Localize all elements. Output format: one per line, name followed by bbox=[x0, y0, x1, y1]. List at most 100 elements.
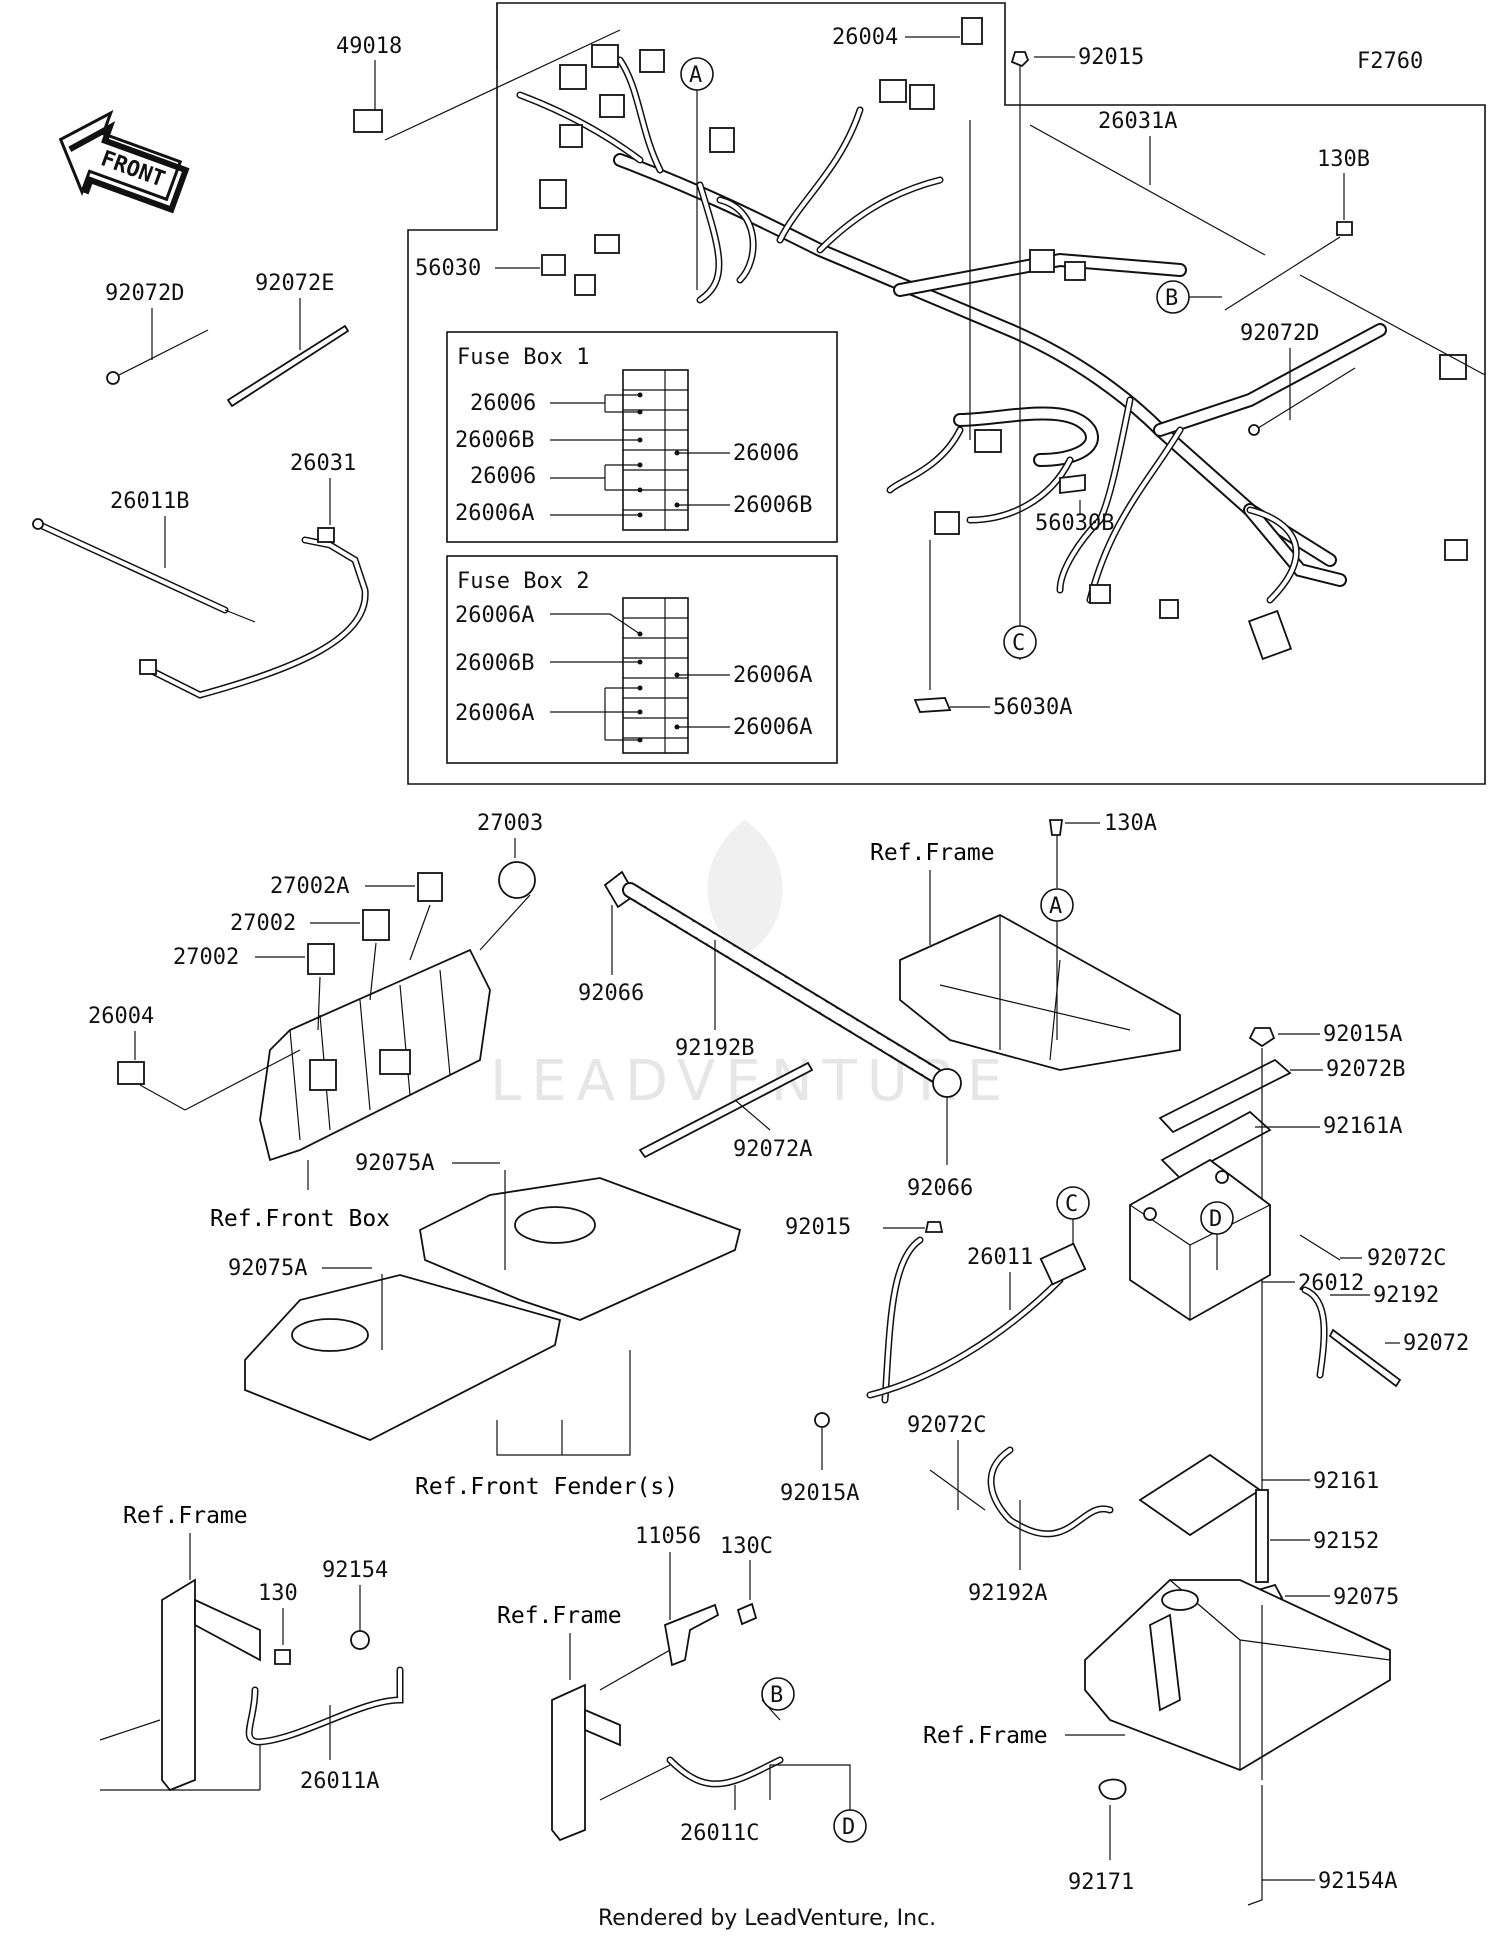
label-27002-1: 27002 bbox=[230, 911, 296, 936]
label-26011: 26011 bbox=[967, 1245, 1033, 1270]
ref-front-fenders: Ref.Front Fender(s) bbox=[415, 1474, 678, 1500]
frame-bottom-center: Ref.Frame 11056 130C B 26011C D bbox=[497, 1524, 867, 1846]
label-26004-mid: 26004 bbox=[88, 1004, 154, 1029]
bolt-92154 bbox=[350, 1630, 370, 1650]
front-box-assembly: 27003 27002A 27002 27002 26004 Ref.Front… bbox=[88, 811, 543, 1232]
fuse-box-1: Fuse Box 1 26006 26006B 26006 26006A 260… bbox=[446, 331, 838, 543]
callout-a-frame: A bbox=[1040, 888, 1074, 922]
label-26031A: 26031A bbox=[1098, 109, 1177, 134]
callout-c-top: C bbox=[1003, 625, 1037, 659]
cable-tie-92072D-right bbox=[1254, 367, 1356, 431]
label-130C: 130C bbox=[720, 1534, 773, 1559]
label-92072D-left: 92072D bbox=[105, 281, 184, 306]
cable-26011A bbox=[245, 1666, 404, 1746]
fuse-box-1-left-2: 26006 bbox=[470, 464, 536, 489]
label-92154: 92154 bbox=[322, 1558, 388, 1583]
rod-92152 bbox=[1255, 1489, 1269, 1583]
fuse-box-2-title: Fuse Box 2 bbox=[457, 569, 589, 594]
fuse-box-2-left-2: 26006A bbox=[455, 701, 534, 726]
switch-27002-2 bbox=[307, 943, 335, 975]
bolt-130C bbox=[736, 1602, 758, 1626]
ref-frame-center: Ref.Frame bbox=[497, 1603, 622, 1629]
tube-assembly: 92066 92192B 92072A 92066 bbox=[578, 870, 973, 1201]
label-92075A-1: 92075A bbox=[355, 1151, 434, 1176]
label-130B: 130B bbox=[1317, 147, 1370, 172]
ref-frame-right: Ref.Frame bbox=[923, 1723, 1048, 1749]
label-92015-mid: 92015 bbox=[785, 1215, 851, 1240]
frame-top-area: Ref.Frame 130A A bbox=[870, 811, 1181, 1071]
label-92072A: 92072A bbox=[733, 1137, 812, 1162]
label-130: 130 bbox=[258, 1581, 298, 1606]
callout-c-mid-text: C bbox=[1065, 1192, 1078, 1217]
label-26011C: 26011C bbox=[680, 1821, 759, 1846]
label-92152: 92152 bbox=[1313, 1529, 1379, 1554]
callout-b-bottom: B bbox=[761, 1677, 795, 1711]
footer-credit: Rendered by LeadVenture, Inc. bbox=[598, 1906, 936, 1931]
label-26004-top: 26004 bbox=[832, 25, 898, 50]
fuse-box-2-right-0: 26006A bbox=[733, 663, 812, 688]
label-27002A: 27002A bbox=[270, 874, 349, 899]
callout-d-bottom: D bbox=[833, 1809, 867, 1843]
label-49018: 49018 bbox=[336, 34, 402, 59]
switch-27002A bbox=[417, 872, 443, 902]
cable-tie-92072E bbox=[226, 324, 350, 408]
label-92072C-mid: 92072C bbox=[907, 1413, 986, 1438]
callout-d-bottom-text: D bbox=[842, 1815, 855, 1840]
label-130A: 130A bbox=[1104, 811, 1157, 836]
fuse-box-1-right-1: 26006B bbox=[733, 493, 812, 518]
pad-92161 bbox=[1138, 1453, 1262, 1537]
frame-bottom-left: Ref.Frame 130 92154 26011A bbox=[99, 1503, 404, 1794]
label-92072E: 92072E bbox=[255, 271, 334, 296]
label-tag-56030B bbox=[1059, 473, 1086, 495]
label-92075: 92075 bbox=[1333, 1585, 1399, 1610]
callout-a-top: A bbox=[680, 57, 714, 91]
battery-area: 92015A 92072B 92161A 26012 C D 92072C 92… bbox=[780, 1022, 1469, 1610]
callout-c-top-text: C bbox=[1012, 631, 1025, 656]
connector-49018 bbox=[353, 109, 383, 133]
label-26011A: 26011A bbox=[300, 1769, 379, 1794]
bolt-130A bbox=[1048, 819, 1064, 836]
battery-tray: Ref.Frame 92171 92154A bbox=[923, 1579, 1397, 1906]
connector-26004-mid bbox=[117, 1061, 145, 1085]
label-56030B: 56030B bbox=[1035, 511, 1114, 536]
label-27003: 27003 bbox=[477, 811, 543, 836]
ref-frame-left: Ref.Frame bbox=[123, 1503, 248, 1529]
callout-b-top: B bbox=[1156, 280, 1190, 314]
callout-c-mid: C bbox=[1056, 1186, 1090, 1220]
label-56030A: 56030A bbox=[993, 695, 1072, 720]
cable-tie-92072A bbox=[638, 1061, 814, 1159]
front-arrow-icon: FRONT bbox=[58, 109, 190, 214]
fuse-box-1-left-1: 26006B bbox=[455, 428, 534, 453]
fuse-box-1-left-0: 26006 bbox=[470, 391, 536, 416]
label-92072B: 92072B bbox=[1326, 1057, 1405, 1082]
cable-26031 bbox=[146, 536, 369, 699]
main-wiring-harness bbox=[516, 44, 1468, 661]
ref-frame-top: Ref.Frame bbox=[870, 840, 995, 866]
label-92072C-right: 92072C bbox=[1367, 1246, 1446, 1271]
nut-92015A-top bbox=[1248, 1027, 1276, 1048]
label-92072D-right: 92072D bbox=[1240, 321, 1319, 346]
label-26031: 26031 bbox=[290, 451, 356, 476]
nut-92015-top bbox=[1010, 51, 1030, 68]
label-92066-bottom: 92066 bbox=[907, 1176, 973, 1201]
label-92192B: 92192B bbox=[675, 1036, 754, 1061]
fuse-box-1-right-0: 26006 bbox=[733, 441, 799, 466]
bracket-11056 bbox=[663, 1603, 720, 1667]
diagram-code: F2760 bbox=[1357, 49, 1423, 74]
label-26011B: 26011B bbox=[110, 489, 189, 514]
fuse-box-2-right-1: 26006A bbox=[733, 715, 812, 740]
bolt-130B bbox=[1336, 221, 1353, 236]
callout-d-mid-text: D bbox=[1209, 1207, 1222, 1232]
label-tag-56030A bbox=[913, 697, 952, 713]
label-92161A: 92161A bbox=[1323, 1114, 1402, 1139]
fuse-box-2: Fuse Box 2 26006A 26006B 26006A 26006A 2… bbox=[446, 555, 838, 764]
switch-27002-1 bbox=[362, 909, 390, 941]
label-11056: 11056 bbox=[635, 1524, 701, 1549]
ref-front-box: Ref.Front Box bbox=[210, 1206, 390, 1232]
grommet-92066-bottom bbox=[932, 1068, 962, 1098]
label-92154A: 92154A bbox=[1318, 1869, 1397, 1894]
nut-92015-mid bbox=[924, 1221, 944, 1233]
label-92015A-mid: 92015A bbox=[780, 1481, 859, 1506]
fuse-box-2-left-1: 26006B bbox=[455, 651, 534, 676]
top-labels: 49018 26004 92015 26031A 130B 56030 9207… bbox=[336, 17, 1486, 720]
